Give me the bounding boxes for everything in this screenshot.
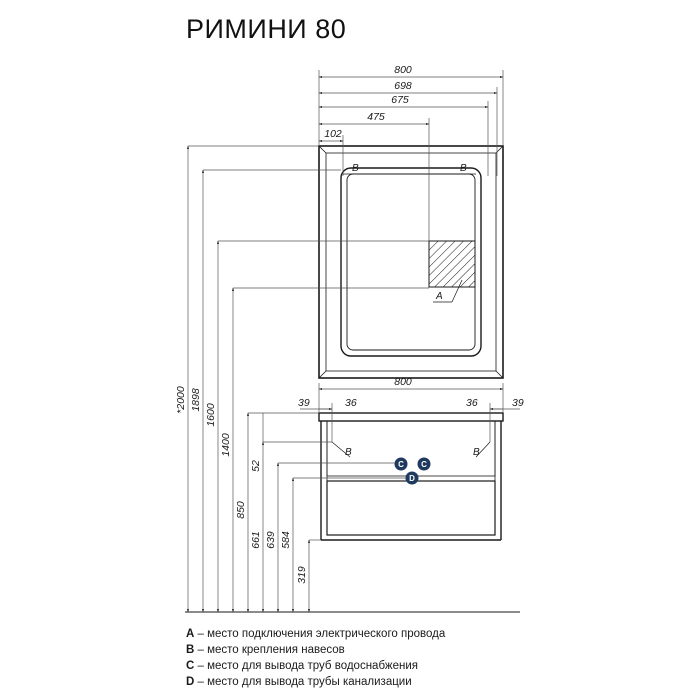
legend-text: – место для вывода трубы канализации bbox=[194, 676, 412, 688]
mirror-marks: B B A bbox=[343, 163, 476, 303]
mirror-mark-a: A bbox=[435, 291, 443, 302]
dim-1400: 1400 bbox=[220, 433, 232, 457]
legend-item-c: C – место для вывода труб водоснабжения bbox=[186, 658, 445, 674]
dim-1898: 1898 bbox=[190, 388, 202, 412]
mirror-dim-width: 800 bbox=[394, 64, 412, 76]
cabinet-drawer-lower bbox=[326, 480, 496, 536]
cabinet-mark-d: D bbox=[409, 474, 415, 483]
dim-1600: 1600 bbox=[205, 403, 217, 427]
mirror-frame-corner bbox=[495, 370, 504, 379]
cabinet-mark-c1: C bbox=[398, 460, 404, 469]
legend-key: D bbox=[186, 676, 195, 688]
cabinet-mark-b-right: B bbox=[473, 447, 480, 458]
cabinet-drawer-upper bbox=[326, 420, 496, 477]
dim-639: 639 bbox=[265, 531, 277, 549]
water-outlet-marker: C bbox=[417, 457, 431, 471]
mirror-outer-frame bbox=[318, 145, 504, 379]
legend-text: – место крепления навесов bbox=[194, 644, 345, 656]
vertical-dimension-values: *2000 1898 1600 1400 850 52 661 639 584 … bbox=[175, 386, 308, 584]
dim-52: 52 bbox=[250, 460, 262, 472]
mirror-dimension-lines bbox=[318, 70, 504, 241]
mirror-dim-675: 675 bbox=[391, 94, 409, 106]
cabinet-dim-39-left: 39 bbox=[298, 397, 310, 409]
dim-319: 319 bbox=[296, 566, 308, 584]
legend-text: – место подключения электрического прово… bbox=[194, 628, 446, 640]
cabinet-dim-39-right: 39 bbox=[512, 397, 524, 409]
mirror-frame-corner bbox=[318, 370, 327, 379]
mirror-glass-outer bbox=[340, 167, 482, 357]
cabinet-dim-width: 800 bbox=[394, 376, 412, 388]
cabinet-top bbox=[318, 412, 504, 422]
legend-key: C bbox=[186, 660, 195, 672]
cabinet-dimension-values: 800 39 36 36 39 bbox=[298, 376, 524, 409]
legend-text: – место для вывода труб водоснабжения bbox=[194, 660, 419, 672]
vertical-dimension-lines bbox=[186, 145, 429, 613]
mirror-socket-zone bbox=[428, 240, 476, 288]
legend-key: B bbox=[186, 644, 195, 656]
dim-661: 661 bbox=[250, 531, 262, 549]
mirror-frame-corner bbox=[318, 145, 327, 154]
legend-key: A bbox=[186, 628, 195, 640]
legend-item-b: B – место крепления навесов bbox=[186, 642, 445, 658]
mirror-dim-102: 102 bbox=[324, 128, 342, 140]
cabinet-dim-36-right: 36 bbox=[466, 397, 478, 409]
cabinet-marks: B B C C D bbox=[331, 441, 491, 485]
mirror-dimension-values: 800 698 675 475 102 bbox=[324, 64, 412, 140]
mirror-dim-475: 475 bbox=[367, 111, 385, 123]
legend-item-a: A – место подключения электрического про… bbox=[186, 626, 445, 642]
mirror-mark-b-right: B bbox=[460, 163, 467, 174]
mirror-dim-698: 698 bbox=[394, 80, 412, 92]
mirror-mark-b-left: B bbox=[352, 163, 359, 174]
dim-overall-height: *2000 bbox=[175, 386, 187, 414]
cabinet-dimension-lines bbox=[300, 383, 520, 442]
cabinet-dim-36-left: 36 bbox=[345, 397, 357, 409]
cabinet-mark-c2: C bbox=[421, 460, 427, 469]
drain-outlet-marker: D bbox=[405, 471, 419, 485]
mirror-inner-frame bbox=[325, 152, 497, 372]
dim-584: 584 bbox=[280, 531, 292, 549]
cabinet bbox=[318, 412, 504, 541]
water-outlet-marker: C bbox=[394, 457, 408, 471]
dim-850: 850 bbox=[235, 501, 247, 519]
cabinet-mark-b-left: B bbox=[345, 447, 352, 458]
mirror bbox=[318, 145, 504, 379]
legend: A – место подключения электрического про… bbox=[186, 626, 445, 690]
legend-item-d: D – место для вывода трубы канализации bbox=[186, 674, 445, 690]
drawing-title: РИМИНИ 80 bbox=[186, 14, 347, 44]
